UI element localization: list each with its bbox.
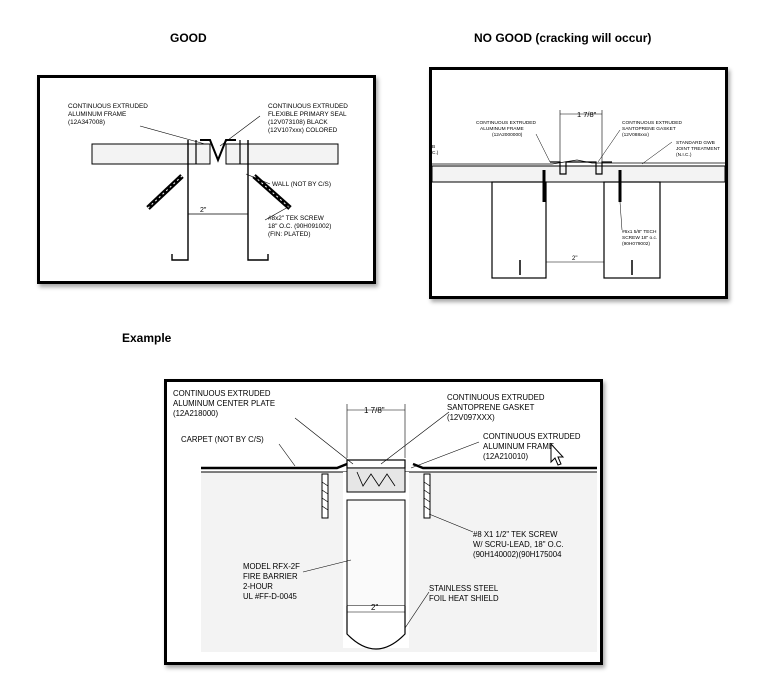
- good-seal-label-3: (12V073108) BLACK: [268, 119, 328, 126]
- no-good-frame-label-2: ALUMINUM FRAME: [480, 126, 524, 132]
- no-good-screw-label-3: (90H079002): [622, 241, 650, 247]
- example-shield-label-2: FOIL HEAT SHIELD: [429, 594, 499, 603]
- good-screw-label-2: 18" O.C. (90H091002): [268, 223, 331, 230]
- aluminum-frame-assembly: [346, 467, 406, 493]
- example-gasket-label-2: SANTOPRENE GASKET: [447, 403, 535, 412]
- no-good-aluminum-frame: [550, 161, 612, 175]
- gwb-wall-band: [432, 165, 725, 183]
- example-screw-label-3: (90H140002)(90H175004: [473, 550, 562, 559]
- center-plate: [346, 459, 406, 469]
- example-screw-label-1: #8 X1 1/2" TEK SCREW: [473, 530, 558, 539]
- primary-seal: [200, 139, 236, 163]
- example-barrier-label-3: 2-HOUR: [243, 582, 273, 591]
- good-seal-label-4: (12V107xxx) COLORED: [268, 127, 338, 134]
- good-seal-label-1: CONTINUOUS EXTRUDED: [268, 103, 348, 110]
- good-detail-drawing: 2" CONTINUOUS EXTRUDED ALUMINUM FRAME (1…: [68, 103, 348, 261]
- good-frame-label-1: CONTINUOUS EXTRUDED: [68, 103, 148, 110]
- carpet-right: [412, 462, 597, 470]
- good-detail-panel: 2" CONTINUOUS EXTRUDED ALUMINUM FRAME (1…: [37, 75, 376, 284]
- no-good-gap-dimension: 2": [572, 256, 577, 262]
- good-gap-dimension: 2": [200, 207, 207, 214]
- example-plate-label-1: CONTINUOUS EXTRUDED: [173, 389, 271, 398]
- example-barrier-label-4: UL #FF-D-0045: [243, 592, 298, 601]
- heat-shield: [346, 606, 406, 650]
- example-frame-label-2: ALUMINUM FRAME: [483, 442, 554, 451]
- tek-screw-left: [146, 174, 184, 210]
- aluminum-frame-right: [247, 140, 269, 261]
- example-detail-panel: 1 7/8" 2" CONTINUOUS EXTRUDED ALUMINUM C…: [164, 379, 603, 665]
- example-shield-label-1: STAINLESS STEEL: [429, 584, 499, 593]
- mouse-pointer-icon: [550, 442, 565, 466]
- wall-board-left: [91, 143, 211, 165]
- fire-barrier: [346, 499, 406, 607]
- heading-good: GOOD: [170, 31, 207, 45]
- example-width-dimension: 1 7/8": [364, 406, 385, 415]
- example-barrier-label-2: FIRE BARRIER: [243, 572, 298, 581]
- heading-example: Example: [122, 331, 172, 345]
- good-seal-label-2: FLEXIBLE PRIMARY SEAL: [268, 111, 347, 118]
- no-good-frame-label-1: CONTINUOUS EXTRUDED: [476, 120, 536, 126]
- example-frame-label-1: CONTINUOUS EXTRUDED: [483, 432, 581, 441]
- no-good-frame-label-3: (12A2000000): [492, 132, 523, 138]
- no-good-cut-label-2: C.): [432, 150, 439, 156]
- example-screw-label-2: W/ SCRU-LEAD, 18" O.C.: [473, 540, 564, 549]
- example-barrier-label-1: MODEL RFX-2F: [243, 562, 300, 571]
- example-detail-drawing: 1 7/8" 2" CONTINUOUS EXTRUDED ALUMINUM C…: [173, 389, 597, 652]
- carpet-left: [201, 462, 348, 470]
- good-screw-label-1: #8x2" TEK SCREW: [268, 215, 325, 222]
- example-screw-left: [321, 473, 329, 519]
- example-plate-label-3: (12A218000): [173, 409, 218, 418]
- example-plate-label-2: ALUMINUM CENTER PLATE: [173, 399, 275, 408]
- no-good-cut-label-1: B: [432, 144, 435, 150]
- heading-no-good: NO GOOD (cracking will occur): [474, 31, 652, 45]
- no-good-detail-drawing: 1 7/8" 2" B C.) CONTINUOUS EXTRUDED ALUM…: [432, 110, 725, 279]
- no-good-gasket-label-2: SANTOPRENE GASKET: [622, 126, 676, 132]
- example-screw-right: [423, 473, 431, 519]
- stud-left: [491, 181, 547, 279]
- good-screw-label-3: (FIN: PLATED): [268, 231, 311, 238]
- example-gap-dimension: 2": [371, 603, 378, 612]
- no-good-detail-panel: 1 7/8" 2" B C.) CONTINUOUS EXTRUDED ALUM…: [429, 67, 728, 299]
- no-good-gwb-label-1: STANDARD GWB: [676, 140, 715, 146]
- wall-board-right: [225, 143, 339, 165]
- example-frame-label-3: (12A210010): [483, 452, 528, 461]
- aluminum-frame-left: [171, 140, 189, 261]
- good-frame-label-3: (12A347008): [68, 119, 105, 126]
- no-good-gwb-label-2: JOINT TREATMENT: [676, 146, 720, 152]
- no-good-gasket-label-3: (12V088xxx): [622, 132, 649, 138]
- good-wall-label: WALL (NOT BY C/S): [272, 181, 331, 188]
- good-frame-label-2: ALUMINUM FRAME: [68, 111, 126, 118]
- no-good-gasket-label-1: CONTINUOUS EXTRUDED: [622, 120, 682, 126]
- example-carpet-label: CARPET (NOT BY C/S): [181, 435, 264, 444]
- example-gasket-label-3: (12V097XXX): [447, 413, 495, 422]
- example-gasket-label-1: CONTINUOUS EXTRUDED: [447, 393, 545, 402]
- no-good-gwb-label-3: (N.I.C.): [676, 152, 692, 158]
- no-good-screw-label-2: SCREW 18" o.c.: [622, 235, 657, 241]
- no-good-width-dimension: 1 7/8": [577, 110, 597, 119]
- no-good-screw-label-1: #6x1 5/8" TECH: [622, 229, 657, 235]
